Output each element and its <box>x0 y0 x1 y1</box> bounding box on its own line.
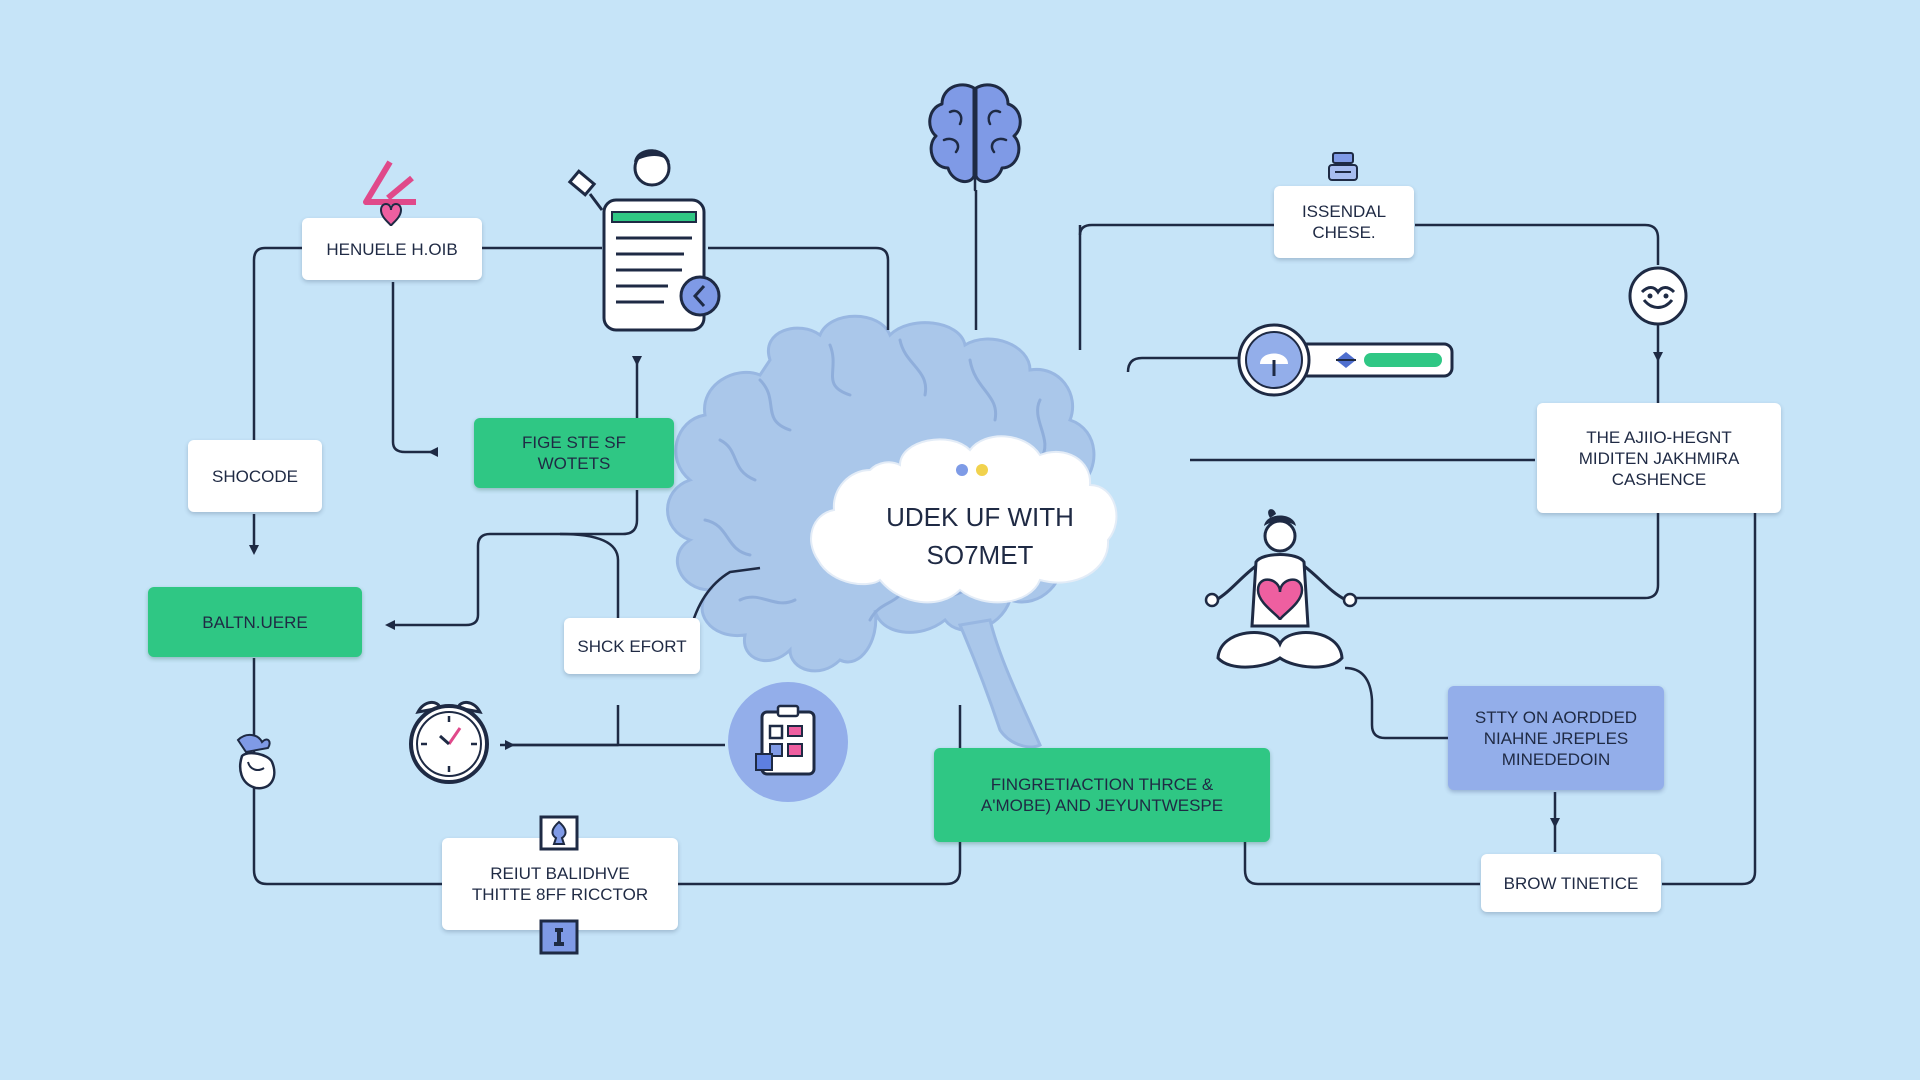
brain-icon <box>928 83 1022 192</box>
heart-pencil-icon <box>363 160 416 227</box>
node-blue-box[interactable]: STTY ON AORDDED NIAHNE JREPLES MINEDEDOI… <box>1448 686 1664 790</box>
node-issendal[interactable]: ISSENDAL CHESE. <box>1274 186 1414 258</box>
meditation-person-icon <box>1204 509 1358 669</box>
puzzle-icon <box>539 815 579 851</box>
node-green-bottom[interactable]: FINGRETIACTION THRCE & A'MOBE) AND JEYUN… <box>934 748 1270 842</box>
node-brow[interactable]: BROW TINETICE <box>1481 854 1661 912</box>
node-shck-efort[interactable]: SHCK EFORT <box>564 618 700 674</box>
node-heart-box[interactable]: HENUELE H.OIB <box>302 218 482 280</box>
hand-icon <box>236 734 276 790</box>
chess-icon <box>539 919 579 955</box>
medicine-board-icon <box>728 682 848 802</box>
node-green-left[interactable]: BALTN.UERE <box>148 587 362 657</box>
node-reiut[interactable]: REIUT BALIDHVE THITTE 8FF RICCTOR <box>442 838 678 930</box>
mindfulness-slider-icon[interactable] <box>1236 320 1458 400</box>
doctor-clipboard-icon <box>567 149 721 332</box>
smiley-icon <box>1628 266 1688 326</box>
node-shocode[interactable]: SHOCODE <box>188 440 322 512</box>
node-green-top[interactable]: FIGE STE SF WOTETS <box>474 418 674 488</box>
alarm-clock-icon <box>409 701 489 784</box>
node-right-box[interactable]: THE AJIIO-HEGNT MIDITEN JAKHMIRA CASHENC… <box>1537 403 1781 513</box>
center-label: UDEK UF WITH SO7MET <box>886 502 1074 570</box>
server-icon <box>1328 152 1358 181</box>
